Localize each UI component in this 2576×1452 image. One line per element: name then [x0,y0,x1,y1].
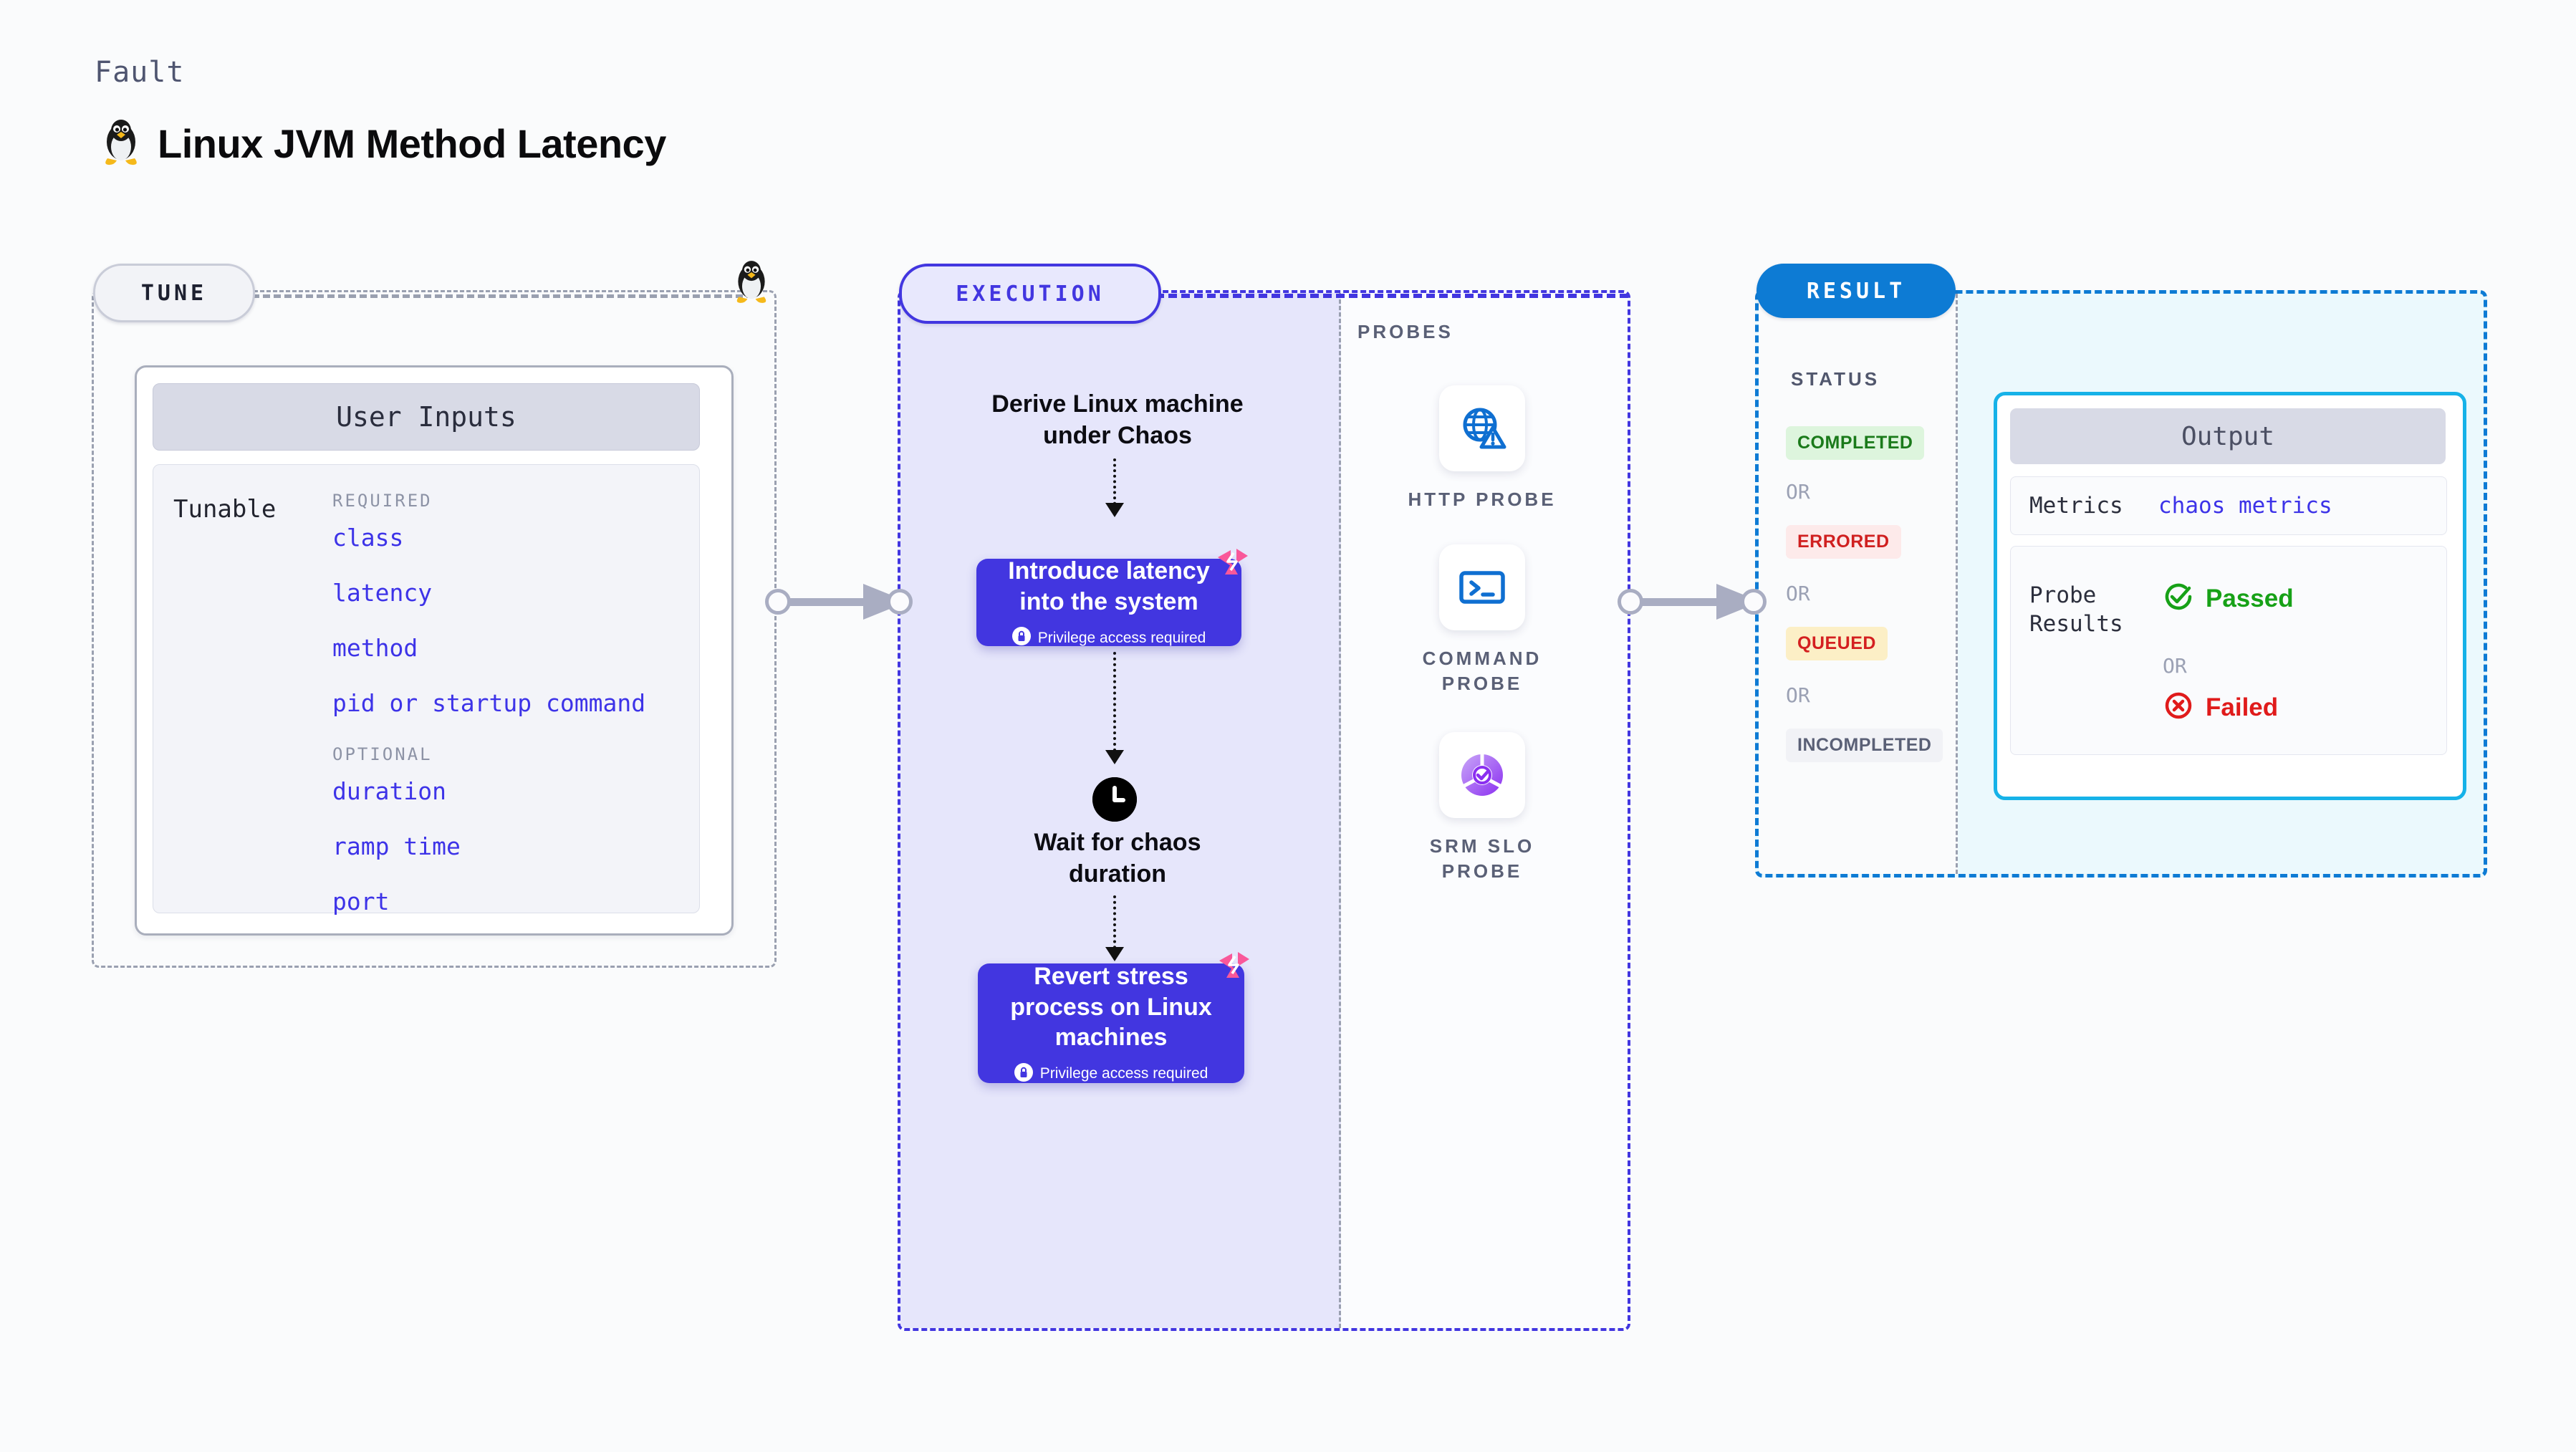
execution-step-derive: Derive Linux machine under Chaos [991,390,1244,449]
probe-srm-slo[interactable]: SRM SLO PROBE [1400,732,1565,884]
tunable-list: REQUIRED class latency method pid or sta… [332,485,691,943]
x-circle-icon [2163,690,2194,725]
privilege-note-label: Privilege access required [1037,629,1206,646]
harness-logo-icon [1215,546,1251,584]
probe-http[interactable]: HTTP PROBE [1400,385,1565,512]
metrics-key: Metrics [2029,492,2123,519]
tunable-item[interactable]: port [332,888,390,915]
or-separator: OR [1786,480,1810,504]
execution-step-introduce-latency[interactable]: Introduce latency into the system Privil… [976,557,1241,649]
status-label: STATUS [1791,368,1880,390]
tunable-item[interactable]: duration [332,777,446,805]
privilege-note: Privilege access required [1014,1062,1208,1085]
page-title-row: Linux JVM Method Latency [100,118,666,169]
metrics-row: Metrics chaos metrics [2010,476,2447,535]
linux-penguin-icon [100,118,142,169]
metrics-value[interactable]: chaos metrics [2158,493,2332,519]
probe-result-passed: Passed [2163,581,2294,616]
tunable-item[interactable]: ramp time [332,832,461,860]
status-badge-incompleted: INCOMPLETED [1786,729,1943,762]
execution-connector-line [1155,294,1628,298]
linux-penguin-icon [732,259,771,307]
passed-label: Passed [2206,584,2294,612]
terminal-prompt-icon [1439,544,1525,630]
clock-icon [1092,777,1137,822]
tunable-label: Tunable [173,495,277,524]
probe-result-failed: Failed [2163,690,2278,725]
page-eyebrow: Fault [95,56,185,89]
lock-icon [1011,627,1031,649]
probe-results-row: Probe Results Passed OR Failed [2010,546,2447,755]
tunable-item[interactable]: class [332,524,404,552]
tune-section [92,290,777,968]
execution-step-wait: Wait for chaos duration [1034,829,1201,888]
result-status-column [1759,294,1958,874]
tunable-item[interactable]: latency [332,579,433,607]
or-separator: OR [2163,654,2187,678]
privilege-note: Privilege access required [1011,627,1206,649]
execution-tab[interactable]: EXECUTION [899,264,1161,324]
probes-section-label: PROBES [1357,321,1453,342]
page-title: Linux JVM Method Latency [158,121,666,166]
or-separator: OR [1786,683,1810,707]
probe-label: HTTP PROBE [1408,489,1557,510]
flow-arrow [1105,895,1124,961]
output-header: Output [2010,408,2446,464]
result-tab[interactable]: RESULT [1756,264,1956,318]
harness-logo-icon [1216,949,1252,987]
probe-label: COMMAND PROBE [1422,648,1542,695]
check-circle-icon [2163,581,2194,616]
probe-results-key: Probe Results [2029,582,2123,638]
user-inputs-card: User Inputs Tunable REQUIRED class laten… [135,365,734,936]
failed-label: Failed [2206,693,2279,721]
privilege-note-label: Privilege access required [1039,1065,1208,1082]
tunable-body: Tunable REQUIRED class latency method pi… [153,464,700,915]
tunable-item[interactable]: pid or startup command [332,689,646,717]
connector-tune-to-execution [759,580,918,623]
connector-execution-to-result [1612,580,1771,623]
execution-step-revert-stress[interactable]: Revert stress process on Linux machines … [978,963,1244,1083]
status-badge-errored: ERRORED [1786,525,1901,559]
slo-donut-check-icon [1439,732,1525,818]
status-badge-completed: COMPLETED [1786,426,1925,460]
tune-connector-line [252,294,754,298]
tune-tab[interactable]: TUNE [93,264,255,322]
output-card: Output Metrics chaos metrics Probe Resul… [1994,392,2466,800]
globe-warning-icon [1439,385,1525,471]
tunable-item[interactable]: method [332,634,418,662]
tunable-group-label-required: REQUIRED [332,491,433,511]
flow-arrow [1105,458,1124,517]
probe-label: SRM SLO PROBE [1429,835,1535,883]
probe-command[interactable]: COMMAND PROBE [1400,544,1565,696]
lock-icon [1014,1062,1033,1085]
or-separator: OR [1786,582,1810,605]
status-badge-queued: QUEUED [1786,627,1888,660]
flow-arrow [1105,652,1124,764]
tunable-group-label-optional: OPTIONAL [332,744,433,764]
user-inputs-header: User Inputs [153,383,700,451]
